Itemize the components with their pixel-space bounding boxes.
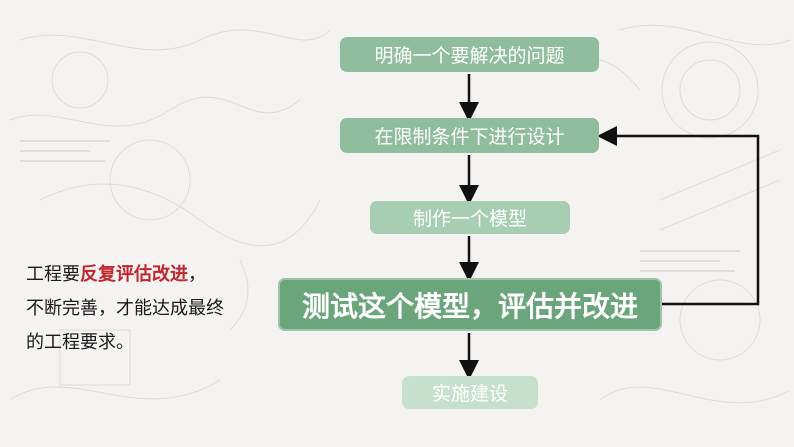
step-test-evaluate-improve: 测试这个模型，评估并改进 [278,278,662,331]
note-suffix: ， [188,264,206,285]
step-implement: 实施建设 [402,376,538,409]
note-prefix: 工程要 [26,264,80,285]
step-build-model: 制作一个模型 [370,201,570,234]
side-note: 工程要反复评估改进， 不断完善，才能达成最终 的工程要求。 [26,258,261,360]
side-note-line-3: 的工程要求。 [26,332,134,353]
step-define-problem: 明确一个要解决的问题 [340,37,599,72]
step-design-with-constraints: 在限制条件下进行设计 [340,118,599,153]
note-highlight: 反复评估改进 [80,264,188,285]
feedback-loop-arrow [597,126,760,306]
side-note-line-1: 工程要反复评估改进， [26,258,261,292]
side-note-line-2: 不断完善，才能达成最终 [26,298,224,319]
